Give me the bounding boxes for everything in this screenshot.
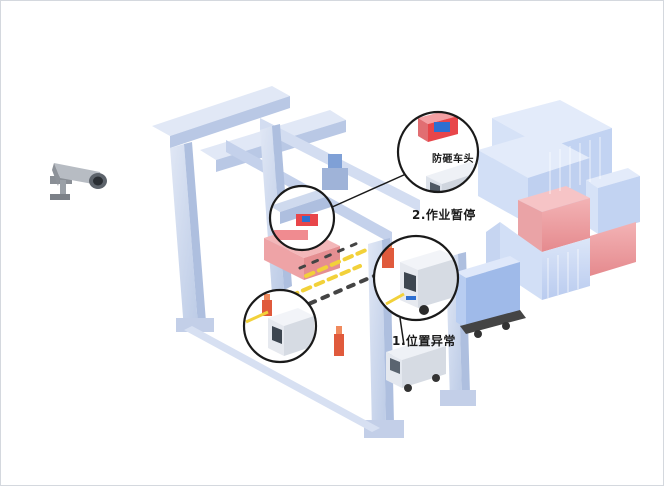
stop-label: 2.作业暂停 [412, 208, 476, 222]
callout-lines [329, 173, 407, 346]
position-label: 1.位置异常 [392, 334, 456, 348]
callout-truck-cab [372, 234, 460, 322]
callout-truck-cab-left [242, 288, 318, 364]
container-stack [478, 100, 640, 300]
anti-lift-label: 防砸车头 [432, 154, 474, 165]
callout-crane-cab [268, 184, 336, 252]
cctv-camera-icon [50, 163, 107, 200]
truck-bottom [386, 338, 446, 392]
lane-barriers [288, 240, 376, 308]
container-truck-right [456, 256, 526, 338]
